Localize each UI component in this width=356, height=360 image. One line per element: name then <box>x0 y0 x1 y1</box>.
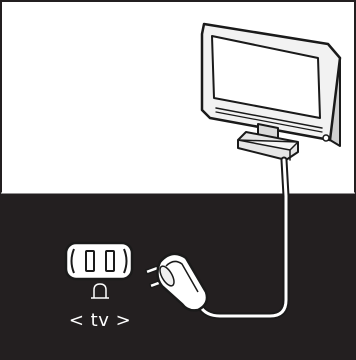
outlet-label: < tv > <box>60 310 140 331</box>
power-outlet-icon <box>66 243 132 279</box>
